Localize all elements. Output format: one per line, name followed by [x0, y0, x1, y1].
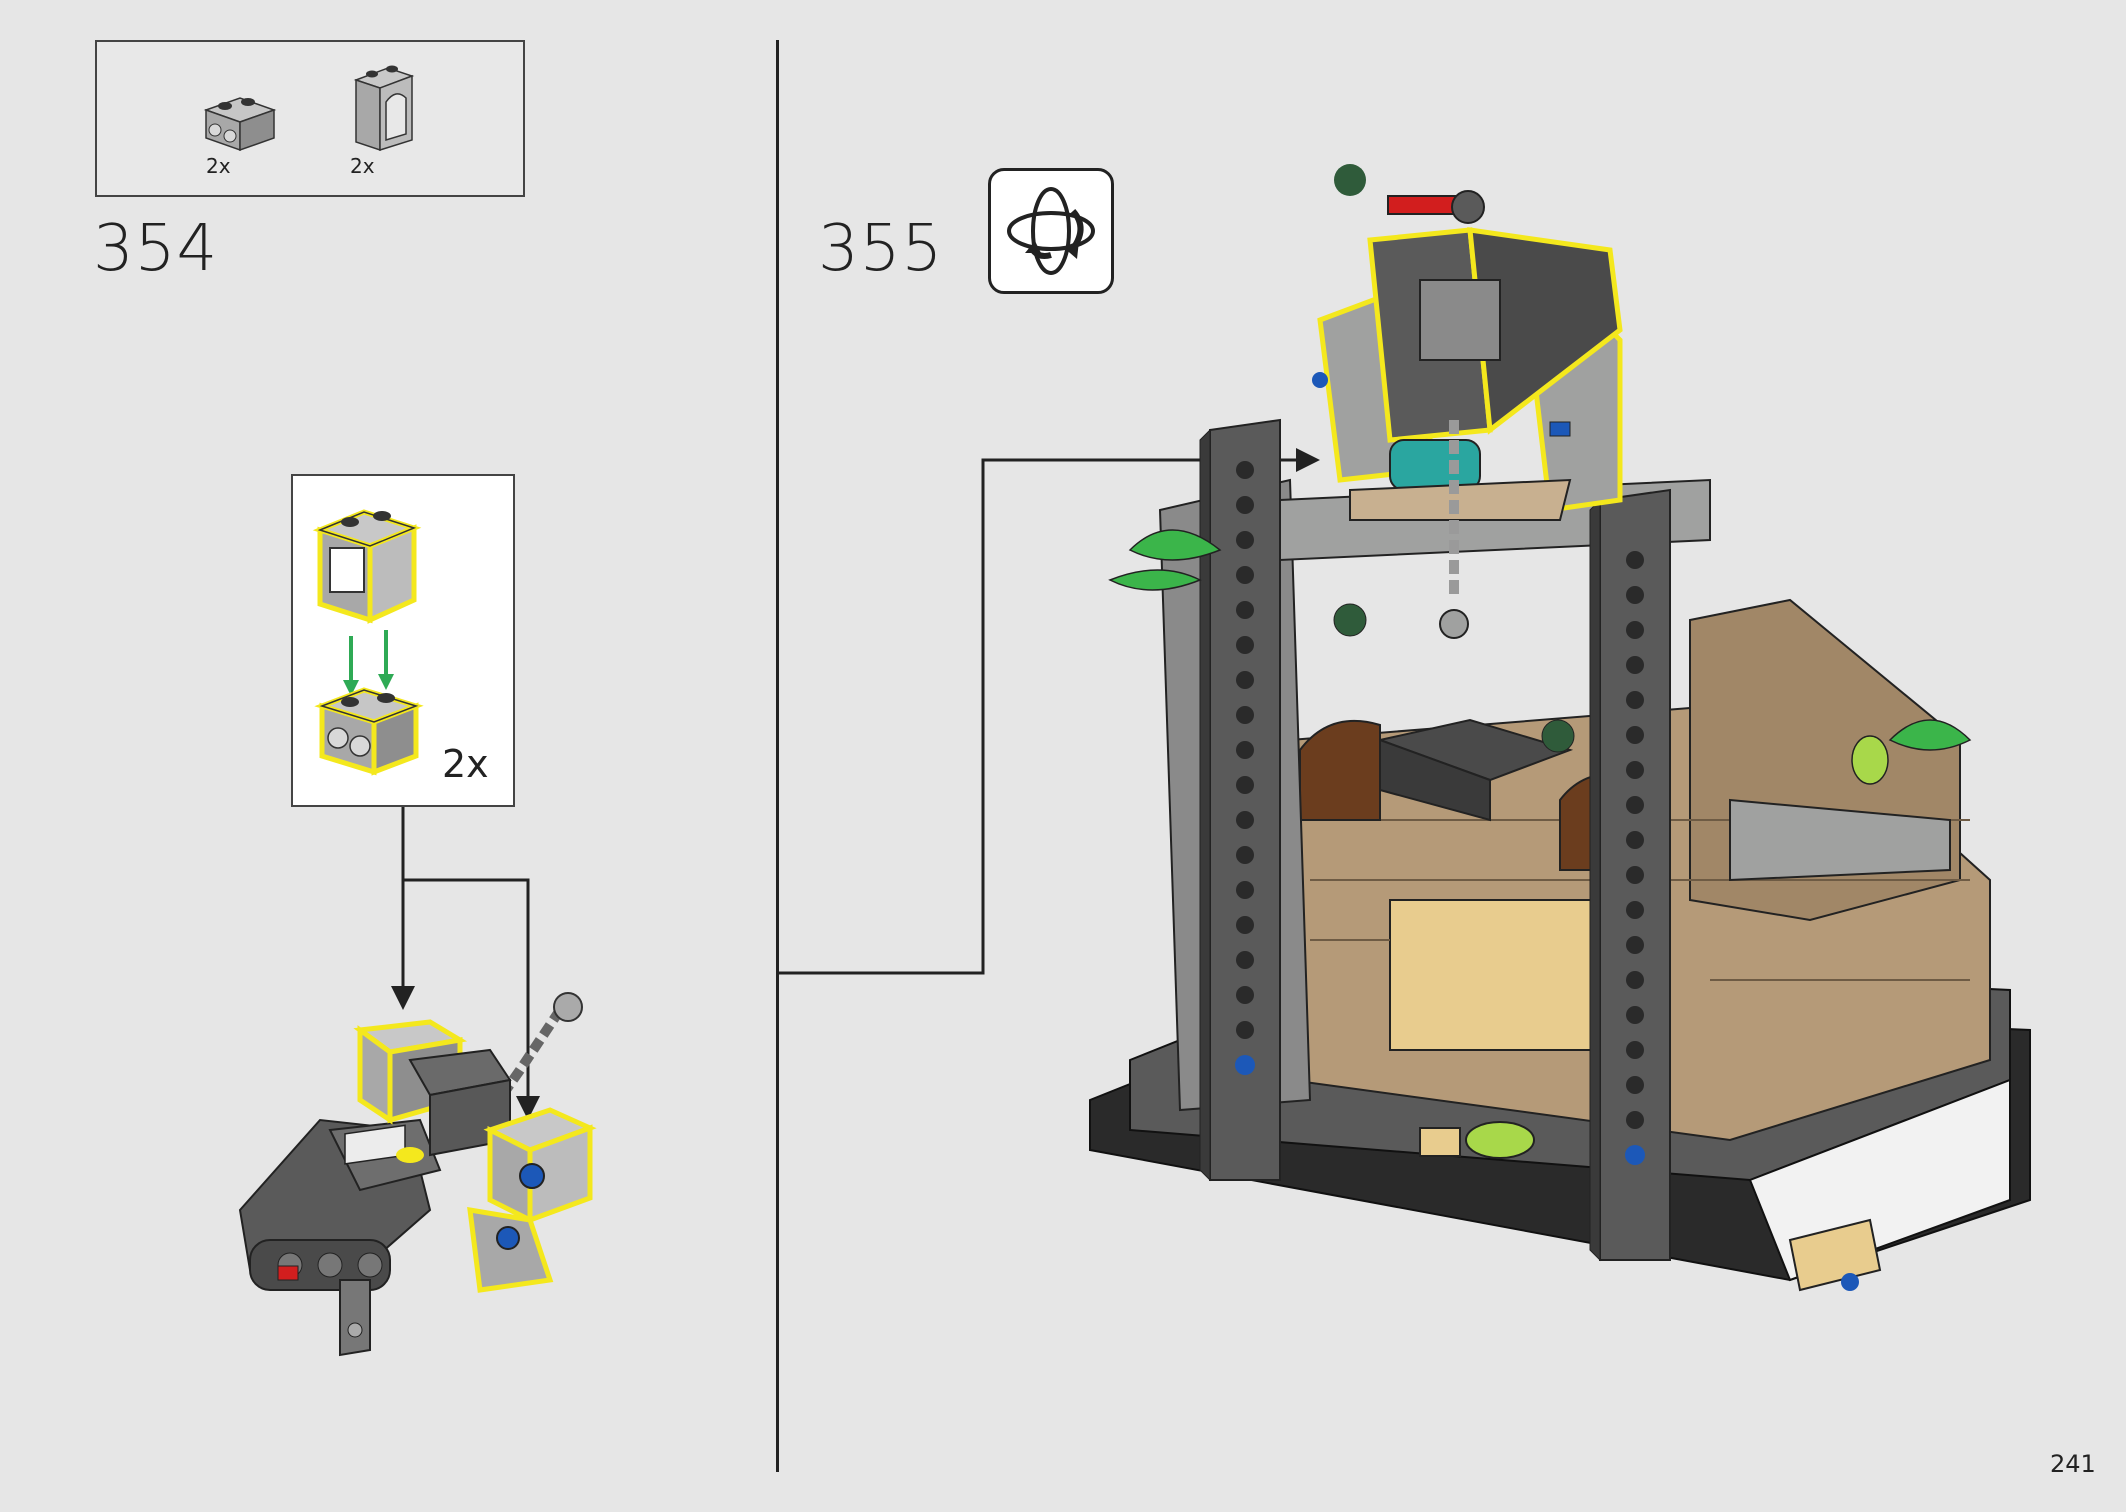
- sub-assembly-illustration: [312, 509, 424, 776]
- rotate-model-icon: [988, 168, 1114, 294]
- technic-brick-1x2-with-holes-icon: [203, 97, 277, 152]
- part-quantity: 2x: [350, 154, 375, 178]
- step-number: 354: [93, 212, 219, 286]
- sub-assembly-quantity: 2x: [442, 742, 489, 786]
- step-number: 355: [818, 212, 944, 286]
- window-frame-1x2x2-icon: [353, 65, 415, 152]
- parts-list-box: [95, 40, 525, 197]
- page-number: 241: [2050, 1450, 2096, 1478]
- step-354-model-illustration: [238, 992, 597, 1357]
- step-355-model-illustration: [1089, 164, 2031, 1292]
- page-divider: [776, 40, 779, 1472]
- part-quantity: 2x: [206, 154, 231, 178]
